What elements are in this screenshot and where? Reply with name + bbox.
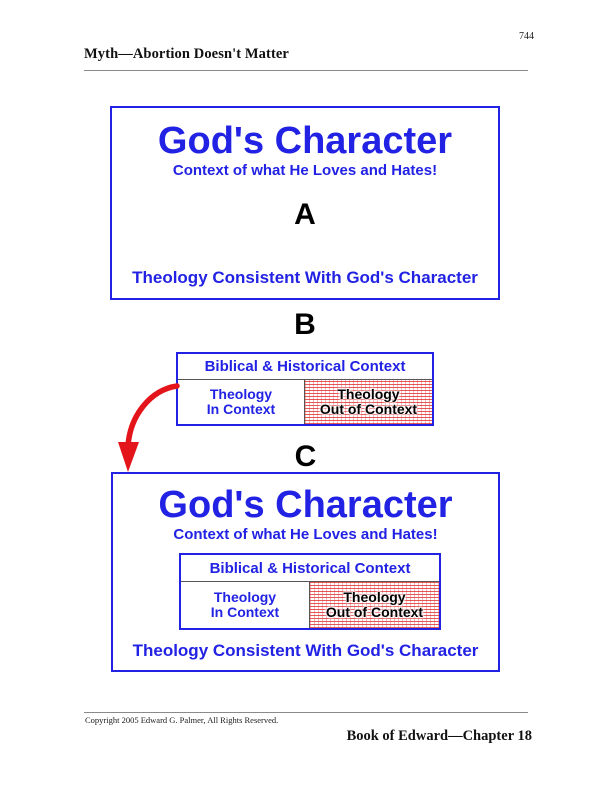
step-c-box: God's Character Context of what He Loves… [111,472,500,672]
step-c-cell-out-of-context-line1: Theology [343,589,406,606]
step-c-footer: Theology Consistent With God's Character [132,641,479,660]
step-label-a: A [294,198,316,231]
step-c-cell-out-of-context-line2: Out of Context [325,604,424,620]
step-c-context-header: Biblical & Historical Context [181,555,439,582]
step-b-cell-out-of-context: Theology Out of Context [305,380,432,424]
book-chapter-label: Book of Edward—Chapter 18 [346,728,532,744]
footer-divider [84,712,528,713]
step-label-c: C [294,440,317,473]
step-b-cell-in-context-line2: In Context [206,401,276,417]
copyright-notice: Copyright 2005 Edward G. Palmer, All Rig… [85,715,279,725]
step-c-cell-in-context: Theology In Context [181,582,310,628]
step-b-context-table: Biblical & Historical Context Theology I… [176,352,434,426]
step-a-title: God's Character [157,120,453,162]
running-head: Myth—Abortion Doesn't Matter [84,46,289,62]
step-c-cell-out-of-context: Theology Out of Context [310,582,439,628]
step-b-context-header: Biblical & Historical Context [178,354,432,380]
step-c-cell-in-context-line1: Theology [213,589,277,606]
step-a-subtitle: Context of what He Loves and Hates! [172,162,438,179]
step-b-cell-out-of-context-line1: Theology [337,386,400,403]
header-divider [84,70,528,71]
step-b-cell-out-of-context-line2: Out of Context [319,401,418,417]
page-number: 744 [519,31,534,42]
step-b-cell-in-context: Theology In Context [178,380,305,424]
step-b-cell-in-context-line1: Theology [209,386,273,403]
step-a-box: God's Character Context of what He Loves… [110,106,500,300]
step-c-subtitle: Context of what He Loves and Hates! [173,526,438,543]
step-a-footer: Theology Consistent With God's Character [132,268,478,287]
step-c-context-table: Biblical & Historical Context Theology I… [179,553,441,630]
step-c-cell-in-context-line2: In Context [210,604,280,620]
step-label-b: B [294,308,316,341]
step-c-title: God's Character [158,484,453,526]
